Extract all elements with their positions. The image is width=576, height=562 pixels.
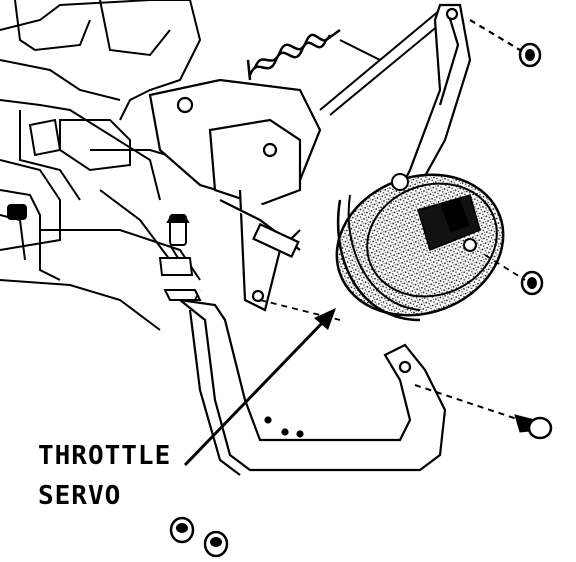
servo-diaphragm [335,173,505,322]
nut-middle [520,270,544,296]
nut-bottom-left [169,516,195,544]
callout-label-servo: SERVO [38,481,122,511]
lower-servo-bracket [176,298,447,476]
carburetor-body [0,0,202,331]
upper-bracket [397,3,521,192]
callout-arrow [183,308,336,467]
bracket-bolt [158,214,202,301]
nut-top [518,42,542,68]
return-spring [246,28,341,81]
bolt-lower [414,384,553,440]
throttle-lever-bracket [148,78,322,312]
nut-bottom-right [203,530,229,558]
throttle-rod [319,9,446,116]
callout-label-throttle: THROTTLE [38,441,172,471]
